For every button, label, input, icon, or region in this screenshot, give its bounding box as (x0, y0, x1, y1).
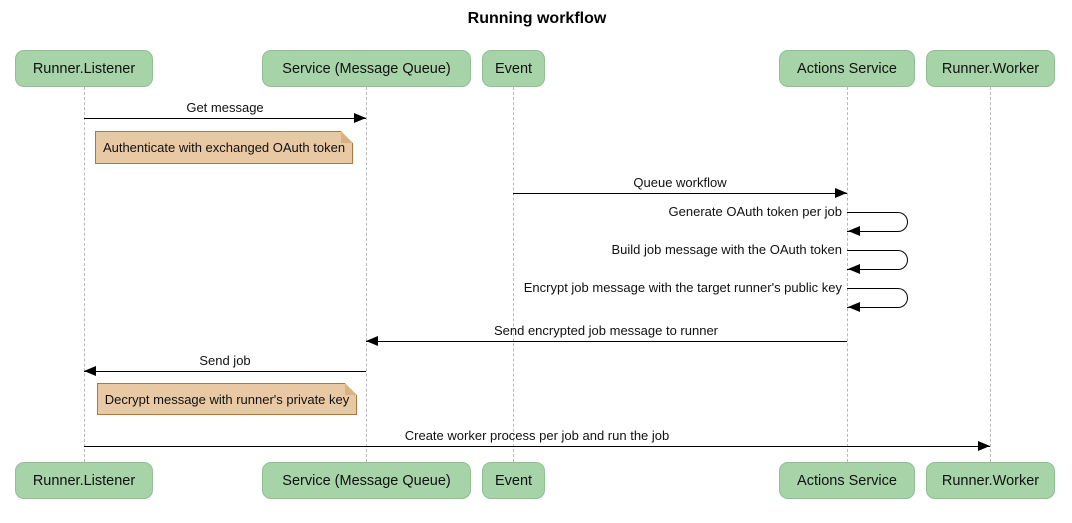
actor-service-message-queue-bottom: Service (Message Queue) (262, 462, 471, 499)
message-label-send-encrypted-job: Send encrypted job message to runner (493, 323, 719, 338)
arrowhead-left-icon (848, 302, 860, 312)
arrowhead-left-icon (848, 264, 860, 274)
lifeline-actions-service (846, 87, 848, 462)
actor-runner-listener-top: Runner.Listener (15, 50, 153, 87)
message-label-build-job-message: Build job message with the OAuth token (611, 242, 842, 257)
message-arrow-queue-workflow (513, 193, 847, 194)
message-label-generate-oauth-token: Generate OAuth token per job (668, 204, 842, 219)
lifeline-runner-worker (989, 87, 991, 462)
message-arrow-create-worker (84, 446, 990, 447)
note-authenticate-oauth: Authenticate with exchanged OAuth token (95, 131, 353, 164)
actor-label: Actions Service (797, 472, 897, 489)
arrowhead-right-icon (978, 441, 990, 451)
note-fold-icon (345, 383, 357, 395)
actor-runner-listener-bottom: Runner.Listener (15, 462, 153, 499)
actor-event-bottom: Event (482, 462, 545, 499)
message-label-send-job: Send job (199, 353, 251, 368)
actor-label: Event (494, 472, 533, 489)
actor-event-top: Event (482, 50, 545, 87)
diagram-title: Running workflow (467, 10, 607, 27)
actor-label: Service (Message Queue) (282, 60, 451, 77)
message-arrow-get-message (84, 118, 366, 119)
message-label-encrypt-job-message: Encrypt job message with the target runn… (523, 280, 842, 295)
note-decrypt-message: Decrypt message with runner's private ke… (97, 383, 357, 415)
lifeline-event (512, 87, 514, 462)
self-message-loop-generate-oauth-token (847, 212, 908, 236)
self-message-loop-build-job-message (847, 250, 908, 274)
self-message-loop-encrypt-job-message (847, 288, 908, 312)
message-arrow-send-encrypted-job (366, 341, 847, 342)
actor-runner-worker-bottom: Runner.Worker (926, 462, 1055, 499)
actor-label: Event (494, 60, 533, 77)
arrowhead-right-icon (354, 113, 366, 123)
note-text: Authenticate with exchanged OAuth token (102, 140, 346, 155)
actor-actions-service-bottom: Actions Service (779, 462, 915, 499)
arrowhead-right-icon (835, 188, 847, 198)
actor-label: Runner.Listener (32, 472, 136, 489)
arrowhead-left-icon (848, 226, 860, 236)
actor-label: Runner.Listener (32, 60, 136, 77)
message-label-create-worker: Create worker process per job and run th… (404, 428, 670, 443)
actor-label: Runner.Worker (941, 60, 1040, 77)
actor-label: Service (Message Queue) (282, 472, 451, 489)
actor-runner-worker-top: Runner.Worker (926, 50, 1055, 87)
note-fold-icon (341, 131, 353, 143)
lifeline-runner-listener (83, 87, 85, 462)
arrowhead-left-icon (84, 366, 96, 376)
message-arrow-send-job (84, 371, 366, 372)
message-label-queue-workflow: Queue workflow (633, 175, 727, 190)
actor-actions-service-top: Actions Service (779, 50, 915, 87)
arrowhead-left-icon (366, 336, 378, 346)
actor-label: Actions Service (797, 60, 897, 77)
lifeline-service-message-queue (365, 87, 367, 462)
actor-service-message-queue-top: Service (Message Queue) (262, 50, 471, 87)
actor-label: Runner.Worker (941, 472, 1040, 489)
message-label-get-message: Get message (186, 100, 264, 115)
note-text: Decrypt message with runner's private ke… (104, 391, 350, 407)
